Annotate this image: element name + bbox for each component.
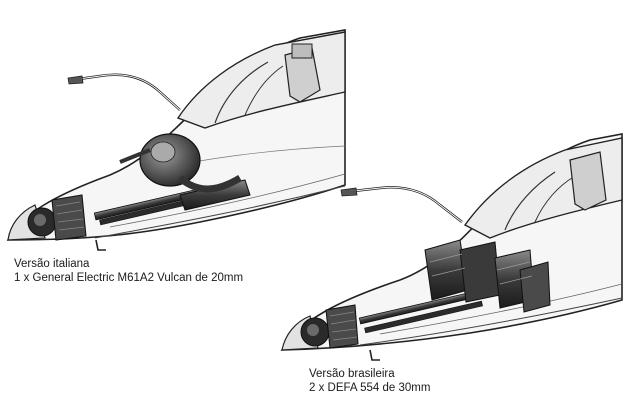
italian-caption: Versão italiana 1 x General Electric M61… <box>14 257 243 285</box>
italian-aircraft-nose <box>6 29 346 251</box>
brazilian-aircraft-nose <box>280 133 623 361</box>
defa-guns <box>358 239 551 334</box>
ejection-seat <box>569 151 607 211</box>
brazilian-armament-label: 2 x DEFA 554 de 30mm <box>309 382 431 394</box>
brazilian-version-label: Versão brasileira <box>309 368 395 380</box>
refuel-probe <box>344 186 463 223</box>
ammunition-drum <box>119 133 242 193</box>
refuel-probe <box>71 73 181 111</box>
italian-armament-label: 1 x General Electric M61A2 Vulcan de 20m… <box>14 272 244 284</box>
italian-version-label: Versão italiana <box>14 258 90 270</box>
brazilian-caption: Versão brasileira 2 x DEFA 554 de 30mm <box>309 367 430 395</box>
